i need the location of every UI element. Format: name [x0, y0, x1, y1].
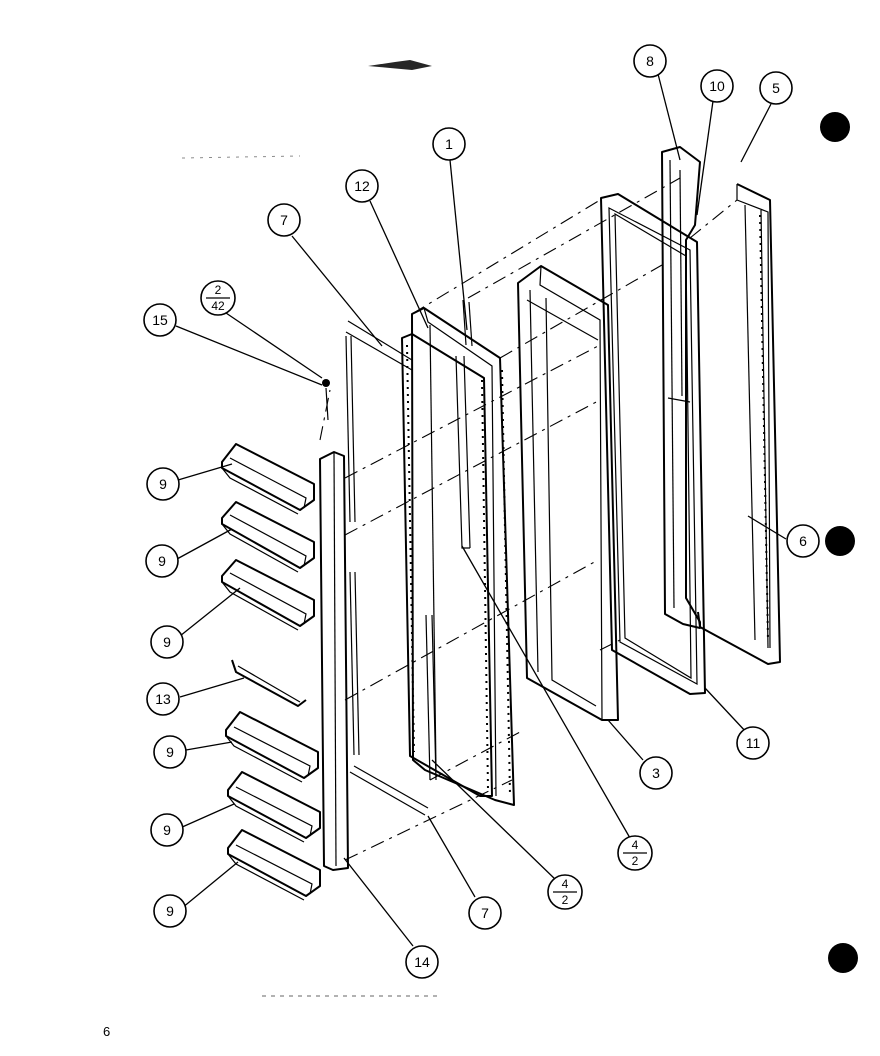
callout-label: 1 [445, 136, 453, 152]
callout-12: 12 [345, 169, 379, 203]
part-door-shell-3 [517, 265, 619, 721]
part-trim-bar-14 [319, 451, 349, 871]
page-number: 6 [103, 1024, 111, 1039]
registration-dot-middle [825, 526, 855, 556]
callout-fraction-top: 2 [215, 283, 222, 297]
callout-label: 10 [709, 78, 725, 94]
callout-label: 11 [746, 735, 761, 751]
part-screw-15 [322, 379, 330, 421]
callout-11: 11 [736, 726, 770, 760]
callout-4-2-bottom: 4 2 [547, 874, 583, 910]
callout-5: 5 [759, 71, 793, 105]
callout-label: 9 [163, 634, 171, 650]
callout-label: 7 [280, 212, 288, 228]
callout-13: 13 [146, 682, 180, 716]
callout-label: 8 [646, 53, 654, 69]
part-wire-13 [231, 659, 307, 707]
callout-8: 8 [633, 44, 667, 78]
callout-15: 15 [143, 303, 177, 337]
callout-fraction-top: 4 [562, 877, 569, 891]
callout-label: 13 [155, 691, 171, 707]
callout-9-d: 9 [153, 735, 187, 769]
callout-label: 12 [354, 178, 370, 194]
callout-label: 15 [152, 312, 168, 328]
callout-fraction-top: 4 [632, 838, 639, 852]
part-gasket-frame-6 [697, 183, 781, 665]
callout-3: 3 [639, 756, 673, 790]
part-liner-panel [401, 333, 493, 797]
assembly-lines [319, 177, 738, 861]
callout-label: 9 [166, 903, 174, 919]
callout-fraction-bottom: 2 [632, 854, 639, 868]
part-bin-9-f [227, 829, 321, 901]
part-bin-9-a [221, 443, 315, 515]
callout-9-a: 9 [146, 467, 180, 501]
callout-label: 9 [166, 744, 174, 760]
callout-1: 1 [432, 127, 466, 161]
callout-label: 9 [159, 476, 167, 492]
callout-label: 9 [158, 553, 166, 569]
callout-9-e: 9 [150, 813, 184, 847]
callout-2-42: 2 42 [200, 280, 236, 316]
callout-fraction-bottom: 42 [211, 299, 225, 313]
callout-14: 14 [405, 945, 439, 979]
part-rod-7-bottom [349, 765, 429, 816]
callout-fraction-bottom: 2 [562, 893, 569, 907]
part-door-liner-10 [661, 146, 701, 629]
callout-label: 3 [652, 765, 660, 781]
callout-7-top: 7 [267, 203, 301, 237]
part-door-gasket-11 [600, 193, 706, 695]
callout-9-f: 9 [153, 894, 187, 928]
callout-label: 5 [772, 80, 780, 96]
callout-label: 6 [799, 533, 807, 549]
callout-label: 9 [163, 822, 171, 838]
part-bin-9-e [227, 771, 321, 843]
scan-line-top [181, 155, 301, 159]
part-strip-1 [462, 299, 473, 347]
part-bin-9-c [221, 559, 315, 631]
callout-9-c: 9 [150, 625, 184, 659]
registration-dot-top [820, 112, 850, 142]
callout-10: 10 [700, 69, 734, 103]
scan-mark [368, 60, 432, 70]
callout-7-bottom: 7 [468, 896, 502, 930]
registration-dot-bottom [828, 943, 858, 973]
part-bars-4-2 [425, 355, 471, 781]
callout-label: 14 [414, 954, 430, 970]
callout-6: 6 [786, 524, 820, 558]
part-bin-9-d [225, 711, 319, 783]
callout-9-b: 9 [145, 544, 179, 578]
callout-4-2-right: 4 2 [617, 835, 653, 871]
part-rod-7-top [345, 320, 413, 756]
part-bin-9-b [221, 501, 315, 573]
leader-lines [175, 73, 787, 947]
part-inner-panel-12 [411, 307, 515, 806]
callout-label: 7 [481, 905, 489, 921]
